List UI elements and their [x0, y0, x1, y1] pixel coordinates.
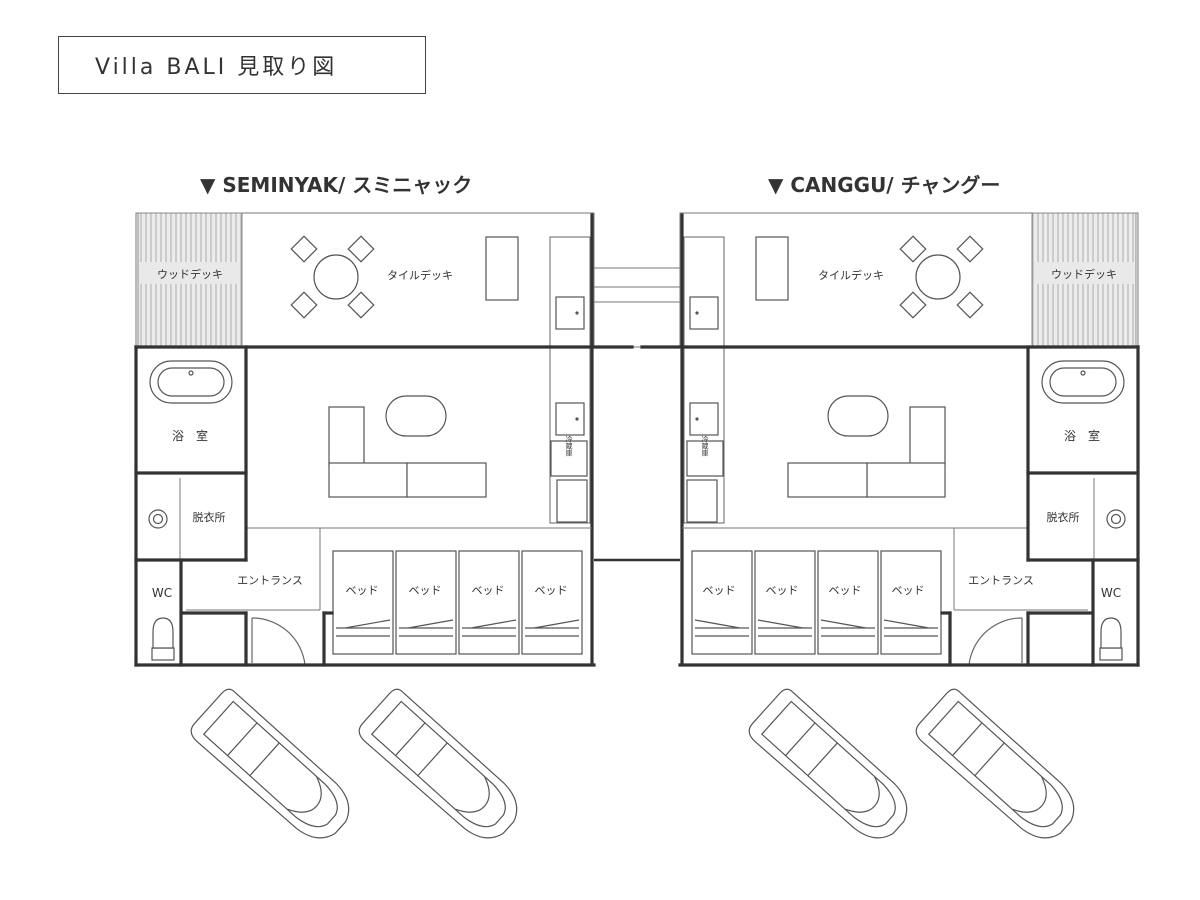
label-dressing-seminyak: 脱衣所	[193, 510, 226, 524]
label-fridge-canggu: 冷蔵庫	[701, 435, 709, 458]
car-3	[744, 685, 920, 852]
label-bed-seminyak-1: ベッド	[346, 584, 379, 597]
label-bed-seminyak-2: ベッド	[409, 584, 442, 597]
car-1	[186, 685, 362, 852]
label-wood-deck-seminyak: ウッドデッキ	[157, 267, 223, 281]
car-2	[354, 685, 530, 852]
heading-canggu: ▼ CANGGU/ チャングー	[768, 173, 1000, 197]
plan-title-text: Villa BALI 見取り図	[95, 55, 338, 80]
label-bed-canggu-1: ベッド	[703, 584, 736, 597]
car-4	[911, 685, 1087, 852]
label-wood-deck-canggu: ウッドデッキ	[1051, 267, 1117, 281]
label-bath-seminyak: 浴 室	[172, 428, 208, 443]
label-entrance-canggu: エントランス	[968, 574, 1034, 587]
label-bed-canggu-2: ベッド	[766, 584, 799, 597]
label-tile-deck-canggu: タイルデッキ	[818, 268, 884, 282]
label-wc-seminyak: WC	[152, 586, 172, 600]
label-bed-seminyak-3: ベッド	[472, 584, 505, 597]
label-wc-canggu: WC	[1101, 586, 1121, 600]
label-entrance-seminyak: エントランス	[237, 574, 303, 587]
label-bath-canggu: 浴 室	[1064, 428, 1100, 443]
label-bed-canggu-3: ベッド	[829, 584, 862, 597]
label-bed-seminyak-4: ベッド	[535, 584, 568, 597]
central-corridor	[590, 213, 684, 665]
label-bed-canggu-4: ベッド	[892, 584, 925, 597]
heading-seminyak: ▼ SEMINYAK/ スミニャック	[200, 173, 472, 197]
plan-title: Villa BALI 見取り図	[58, 36, 426, 94]
label-tile-deck-seminyak: タイルデッキ	[387, 268, 453, 282]
label-dressing-canggu: 脱衣所	[1047, 510, 1080, 524]
label-fridge-seminyak: 冷蔵庫	[565, 435, 573, 458]
